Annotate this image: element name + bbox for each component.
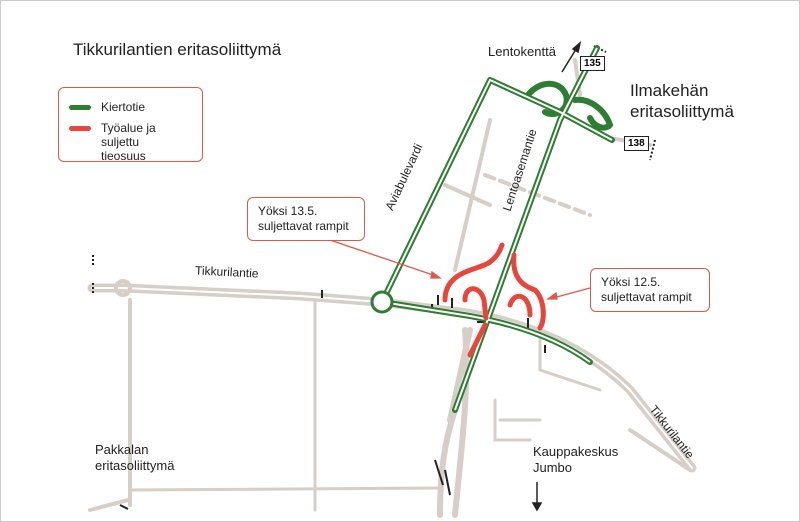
legend-item-closed: Työalue ja suljettu tieosuus (69, 121, 169, 163)
highway-south (437, 327, 473, 518)
direction-arrows (531, 40, 582, 512)
route-shield-138: 138 (624, 136, 649, 151)
page-title: Tikkurilantien eritasoliittymä (73, 40, 282, 59)
place-ilmakehan: Ilmakehän eritasoliittymä (630, 81, 734, 121)
legend-label: Työalue ja suljettu tieosuus (101, 121, 156, 163)
closed-ramp-13-5 (442, 242, 505, 303)
airport-roads (443, 118, 492, 272)
closed-swatch (69, 126, 91, 131)
west-roundabout (114, 279, 132, 297)
place-pakkalan: Pakkalan eritasoliittymä (95, 442, 175, 473)
route-shield-135: 135 (580, 56, 605, 71)
legend-label: Kiertotie (101, 100, 146, 114)
place-lentokentta: Lentokenttä (488, 44, 556, 59)
callout-12-5: Yöksi 12.5. suljettavat rampit (590, 268, 710, 312)
road-west (88, 298, 132, 512)
callout-13-5: Yöksi 13.5. suljettavat rampit (247, 197, 365, 241)
tikkurilantie-road (87, 283, 697, 473)
cloverleaf-loops (525, 80, 613, 131)
dashed-road (483, 173, 592, 217)
road-south (128, 486, 442, 492)
detour-swatch (69, 105, 91, 110)
callout-arrows (329, 239, 591, 300)
legend-item-detour: Kiertotie (69, 100, 145, 114)
place-jumbo: Kauppakeskus Jumbo (533, 444, 619, 475)
legend: Kiertotie Työalue ja suljettu tieosuus (58, 87, 203, 163)
local-roads (493, 328, 602, 442)
detour-roundabout (370, 290, 394, 314)
closed-ramps (442, 242, 546, 358)
closed-ramp-12-5 (511, 252, 546, 331)
